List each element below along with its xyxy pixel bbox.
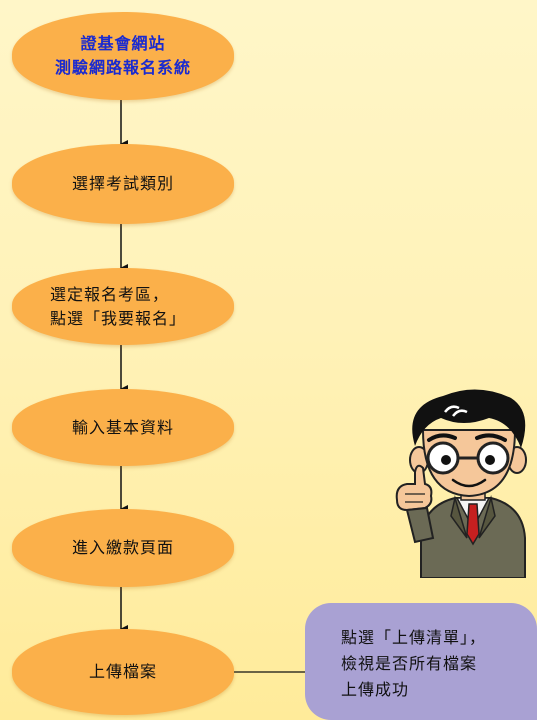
step-1-line-2: 測驗網路報名系統 [54, 58, 191, 77]
step-3-line-2: 點選「我要報名」 [50, 308, 187, 328]
step-enter-basic-info: 輸入基本資料 [12, 389, 234, 466]
upload-check-note: 點選「上傳清單」， 檢視是否所有檔案 上傳成功 [305, 603, 537, 720]
step-5-line-1: 進入繳款頁面 [71, 538, 174, 557]
step-4-line-1: 輸入基本資料 [71, 417, 174, 437]
step-2-line-1: 選擇考試類別 [71, 174, 174, 193]
step-select-exam-area: 選定報名考區， 點選「我要報名」 [12, 268, 234, 345]
step-payment-page: 進入繳款頁面 [12, 509, 234, 587]
step-3-line-1: 選定報名考區， [50, 284, 170, 304]
step-6-line-1: 上傳檔案 [88, 662, 157, 681]
note-line-1: 點選「上傳清單」， [341, 628, 487, 647]
step-1-line-1: 證基會網站 [80, 34, 166, 53]
note-line-3: 上傳成功 [341, 680, 410, 699]
note-line-2: 檢視是否所有檔案 [341, 654, 478, 673]
step-upload-files: 上傳檔案 [12, 629, 234, 715]
cartoon-man-thumbs-up-illustration [395, 389, 527, 578]
step-select-exam-category: 選擇考試類別 [12, 144, 234, 224]
step-website-registration: 證基會網站 測驗網路報名系統 [12, 12, 234, 100]
